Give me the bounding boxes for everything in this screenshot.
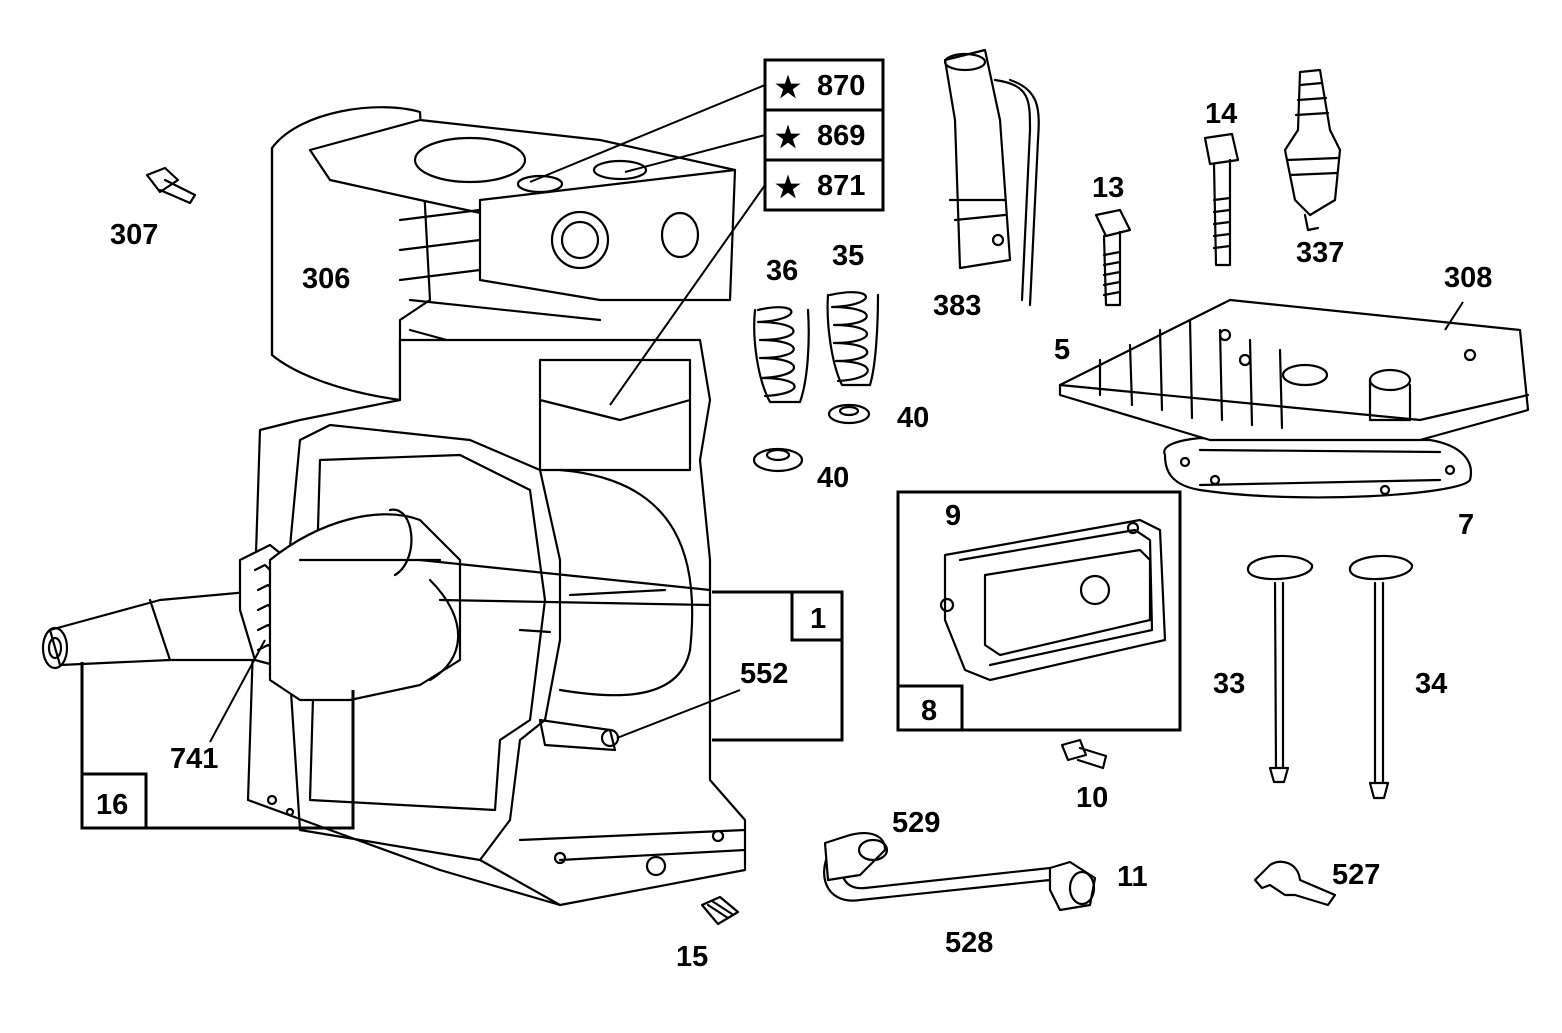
valves xyxy=(1246,554,1414,800)
label-552: 552 xyxy=(740,658,788,690)
label-36: 36 xyxy=(766,255,798,287)
breather-assembly xyxy=(939,518,1167,682)
cylinder-head xyxy=(1058,298,1530,499)
kit-star-icon: ★ xyxy=(775,72,801,104)
label-15: 15 xyxy=(676,941,708,973)
label-383: 383 xyxy=(933,290,981,322)
box-8-frame xyxy=(896,490,1182,732)
label-14: 14 xyxy=(1205,98,1237,130)
label-35: 35 xyxy=(832,240,864,272)
label-34: 34 xyxy=(1415,668,1447,700)
label-869: 869 xyxy=(817,120,865,152)
label-11: 11 xyxy=(1117,861,1148,893)
box-1-frame xyxy=(712,590,844,742)
label-870: 870 xyxy=(817,70,865,102)
label-741: 741 xyxy=(170,743,218,775)
label-307: 307 xyxy=(110,219,158,251)
label-40-upper: 40 xyxy=(897,402,929,434)
label-5: 5 xyxy=(1054,334,1070,366)
label-1: 1 xyxy=(810,603,826,635)
part-labels: 307 306 ★ 870 ★ 869 ★ 871 383 36 35 40 4… xyxy=(96,70,1492,973)
label-13: 13 xyxy=(1092,172,1124,204)
label-7: 7 xyxy=(1458,509,1474,541)
kit-star-icon: ★ xyxy=(775,172,801,204)
crankshaft xyxy=(41,508,712,702)
breather-tube xyxy=(823,832,1337,912)
valve-springs xyxy=(752,291,880,473)
label-871: 871 xyxy=(817,170,865,202)
label-33: 33 xyxy=(1213,668,1245,700)
leader-lines xyxy=(209,84,1464,743)
spark-plug-wrench xyxy=(943,48,1040,307)
kit-star-icon: ★ xyxy=(775,122,801,154)
box-16-frame xyxy=(80,662,355,830)
label-337: 337 xyxy=(1296,237,1344,269)
label-527: 527 xyxy=(1332,859,1380,891)
label-9: 9 xyxy=(945,500,961,532)
label-10: 10 xyxy=(1076,782,1108,814)
kit-boxes xyxy=(763,58,885,212)
label-308: 308 xyxy=(1444,262,1492,294)
label-16: 16 xyxy=(96,789,128,821)
label-8: 8 xyxy=(921,695,937,727)
label-40-lower: 40 xyxy=(817,462,849,494)
label-528: 528 xyxy=(945,927,993,959)
label-306: 306 xyxy=(302,263,350,295)
bolts xyxy=(145,68,1342,926)
cylinder-block xyxy=(246,106,747,907)
label-529: 529 xyxy=(892,807,940,839)
